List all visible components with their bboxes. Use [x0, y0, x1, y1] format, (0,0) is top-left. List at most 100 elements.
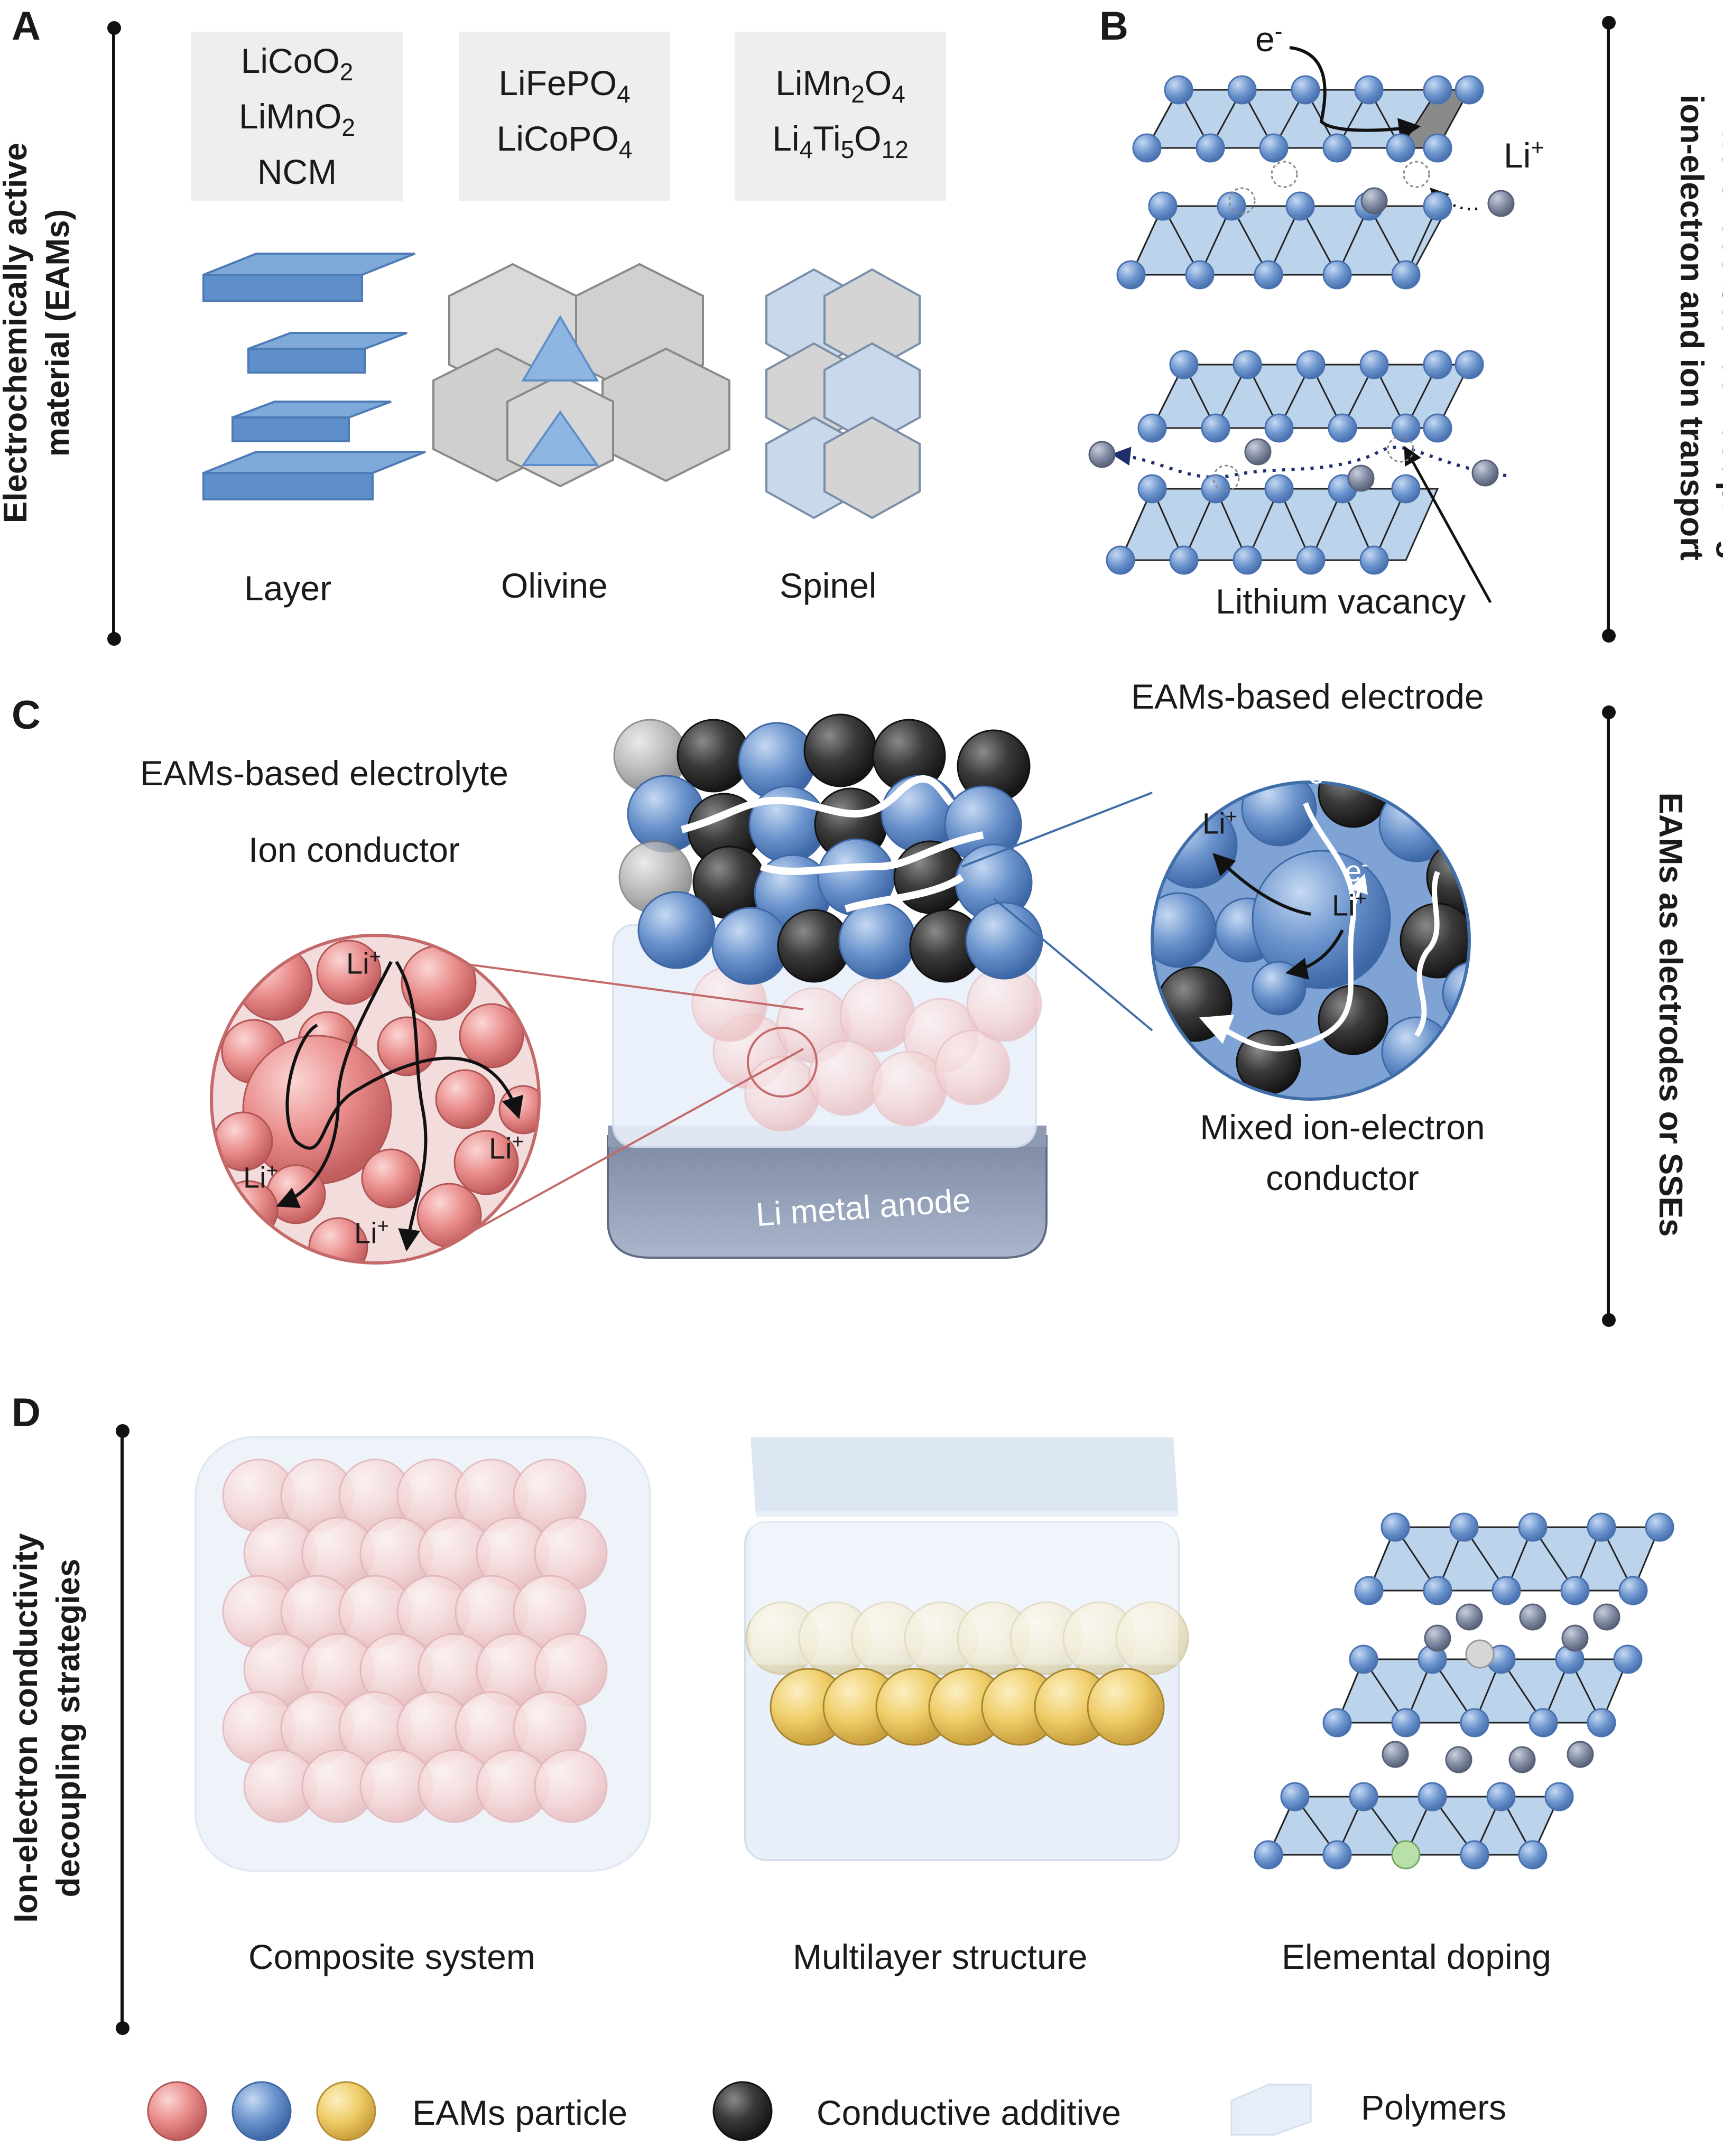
lattice-node — [1587, 1512, 1616, 1542]
li-charge: + — [1355, 888, 1367, 910]
side-title-line: Ion-electron conductivity — [8, 1533, 44, 1923]
lithium-ion — [1347, 464, 1375, 492]
blue-zoom-electron-label: e- — [1308, 756, 1331, 791]
lattice-node — [1418, 1782, 1447, 1811]
lattice-node — [1328, 413, 1357, 443]
lithium-vacancy — [1212, 464, 1240, 492]
lattice-node — [1359, 545, 1389, 575]
legend-symbols — [147, 2081, 1312, 2141]
legend-polymer-block — [1230, 2084, 1312, 2136]
panel-c-side-title: EAMs as electrodes or SSEs — [1652, 792, 1689, 1237]
lattice-node — [1148, 191, 1178, 221]
chemical-formula: NCM — [257, 152, 337, 192]
lithium-ion — [1567, 1741, 1594, 1768]
lithium-ion — [1487, 190, 1515, 217]
lattice-node — [1264, 474, 1294, 504]
electron-charge: - — [1324, 756, 1331, 778]
structure-name-layer: Layer — [244, 569, 332, 608]
mixed-label-line: conductor — [1266, 1158, 1419, 1197]
structure-name-spinel: Spinel — [780, 566, 877, 605]
lattice-node — [1201, 413, 1230, 443]
electrolyte-particle — [744, 1056, 820, 1132]
lattice-node — [1587, 1708, 1616, 1737]
lattice-node — [1349, 1644, 1378, 1674]
electrode-particles — [613, 713, 1043, 985]
olivine-structure-icon — [432, 263, 730, 488]
lithium-ion — [1508, 1746, 1536, 1773]
chemical-formula: LiCoPO4 — [496, 119, 633, 164]
lattice-node — [1423, 350, 1452, 379]
li-symbol: Li — [1332, 888, 1355, 922]
eams-particle — [637, 891, 716, 969]
lithium-vacancy — [1271, 161, 1298, 188]
red-zoom-li-label: Li+ — [489, 1131, 524, 1166]
strategy-label-composite: Composite system — [248, 1937, 535, 1976]
lattice-node — [1227, 75, 1257, 105]
dopant-atom — [1465, 1639, 1495, 1669]
electron-label: e- — [1255, 18, 1282, 59]
lattice-node — [1169, 545, 1199, 575]
lattice-node — [1201, 474, 1230, 504]
lattice-node — [1169, 350, 1199, 379]
panel-d-divider — [121, 1429, 124, 2027]
li-symbol: Li — [1202, 806, 1226, 840]
lattice-node — [1386, 133, 1415, 163]
side-title-line: decoupling strategies — [50, 1558, 87, 1898]
chemical-formula: Li4Ti5O12 — [772, 119, 909, 164]
legend-polymers: Polymers — [1361, 2088, 1507, 2127]
lattice-node — [1185, 260, 1215, 290]
ion-conductor-particle — [361, 1148, 421, 1209]
lithium-symbol: Li — [1504, 136, 1531, 175]
panel-b-divider — [1607, 21, 1610, 634]
mixed-label-line: Mixed ion-electron — [1200, 1108, 1485, 1147]
dopant-atom — [1391, 1840, 1421, 1870]
lattice-node — [1645, 1512, 1674, 1542]
lithium-ion — [1088, 441, 1116, 468]
lithium-ion — [1244, 438, 1272, 466]
blue-zoom-electron-label: e- — [1345, 853, 1368, 888]
legend-eams-particle: EAMs particle — [412, 2093, 628, 2132]
li-charge: + — [1225, 806, 1237, 828]
li-charge: + — [377, 1215, 389, 1238]
divider-dot — [1602, 705, 1616, 719]
lithium-vacancy-label: Lithium vacancy — [1216, 582, 1466, 621]
lithium-vacancy — [1403, 161, 1430, 188]
li-symbol: Li — [346, 946, 369, 980]
structure-name-olivine: Olivine — [501, 566, 608, 605]
layer-structure-icon — [202, 253, 426, 500]
li-charge: + — [512, 1131, 524, 1153]
electron-charge: - — [1274, 18, 1283, 44]
lattice-node — [1460, 1708, 1489, 1737]
lithium-ion-label: Li+ — [1504, 135, 1544, 175]
lattice-node — [1391, 413, 1421, 443]
lattice-node — [1322, 260, 1352, 290]
blue-zoom-li-label: Li+ — [1332, 888, 1367, 923]
zoom-connector-blue — [961, 792, 1153, 1031]
electron-charge: - — [1361, 853, 1368, 876]
lattice-node — [1322, 133, 1352, 163]
conductive-additive-particle — [1318, 984, 1388, 1055]
lithium-vacancy — [1228, 187, 1256, 215]
legend-black-particle — [712, 2081, 773, 2141]
eams-particle — [838, 902, 916, 980]
lattice-node — [1254, 1840, 1283, 1870]
electron-symbol: e — [1308, 756, 1325, 790]
ion-conductor-label: Ion conductor — [248, 830, 460, 869]
lattice-node — [1359, 350, 1389, 379]
li-charge: + — [369, 946, 381, 968]
lattice-node — [1217, 191, 1246, 221]
lattice-node — [1137, 413, 1167, 443]
lattice-node — [1613, 1644, 1643, 1674]
eams-particle — [965, 902, 1043, 980]
red-zoom-li-label: Li+ — [354, 1215, 389, 1250]
lattice-node — [1254, 260, 1283, 290]
panel-c-divider — [1607, 711, 1610, 1318]
lattice-node — [1164, 75, 1193, 105]
red-zoom-li-label: Li+ — [243, 1160, 278, 1195]
lattice-node — [1285, 191, 1315, 221]
lattice-node — [1233, 545, 1262, 575]
lattice-node — [1391, 474, 1421, 504]
zoom-connector-red — [467, 963, 818, 1235]
